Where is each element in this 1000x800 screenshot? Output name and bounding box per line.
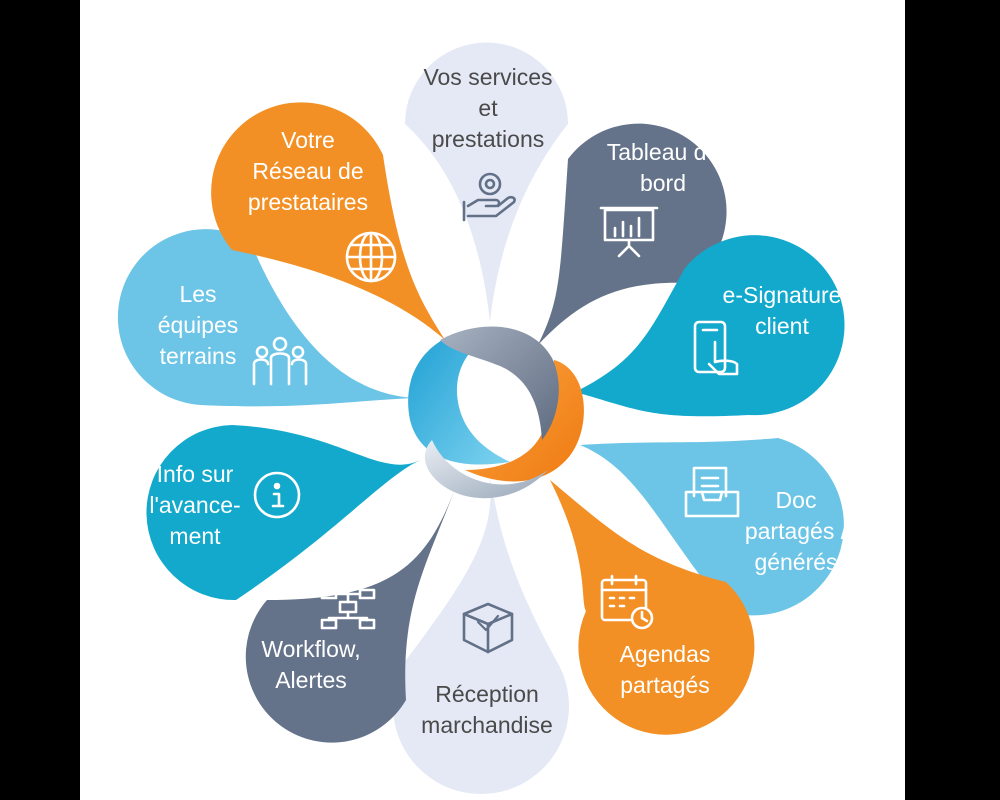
label-reception: Réception marchandise	[421, 681, 553, 738]
label-docs: Doc partagés / générés	[744, 487, 848, 575]
label-reseau: Votre Réseau de prestataires	[247, 127, 369, 215]
package-box-icon	[462, 602, 514, 654]
swirl-slate-segment	[440, 326, 559, 440]
label-tableau: Tableau de bord	[606, 139, 720, 196]
petal-info	[146, 425, 420, 601]
team-people-icon	[252, 336, 308, 386]
label-services: Vos services et prestations	[423, 64, 553, 152]
label-esignature: e-Signature client	[722, 282, 842, 339]
petal-reseau	[211, 102, 445, 340]
petal-docs	[580, 438, 844, 616]
center-swirl	[408, 326, 584, 499]
presentation-chart-icon	[599, 206, 659, 258]
calendar-clock-icon	[600, 574, 654, 630]
petal-esignature	[575, 235, 845, 417]
label-info: Info sur l'avance- ment	[149, 461, 241, 549]
swirl-silver-segment	[424, 440, 548, 499]
petal-agendas	[550, 480, 755, 735]
document-tray-icon	[684, 466, 740, 518]
flowchart-icon	[320, 572, 376, 630]
label-equipes: Les équipes terrains	[157, 281, 239, 369]
globe-icon	[345, 231, 397, 283]
swirl-center-hole	[470, 390, 530, 450]
flower-diagram	[117, 42, 845, 795]
swirl-blue-segment	[408, 328, 510, 465]
hand-service-icon	[462, 172, 516, 222]
touch-phone-icon	[693, 320, 739, 376]
petal-equipes	[117, 229, 416, 407]
label-agendas: Agendas partagés	[619, 641, 711, 698]
info-icon	[253, 471, 301, 519]
petal-workflow	[245, 475, 460, 743]
diagram-canvas: Vos services et prestations Tableau de b…	[80, 0, 905, 800]
label-workflow: Workflow, Alertes	[261, 636, 361, 693]
